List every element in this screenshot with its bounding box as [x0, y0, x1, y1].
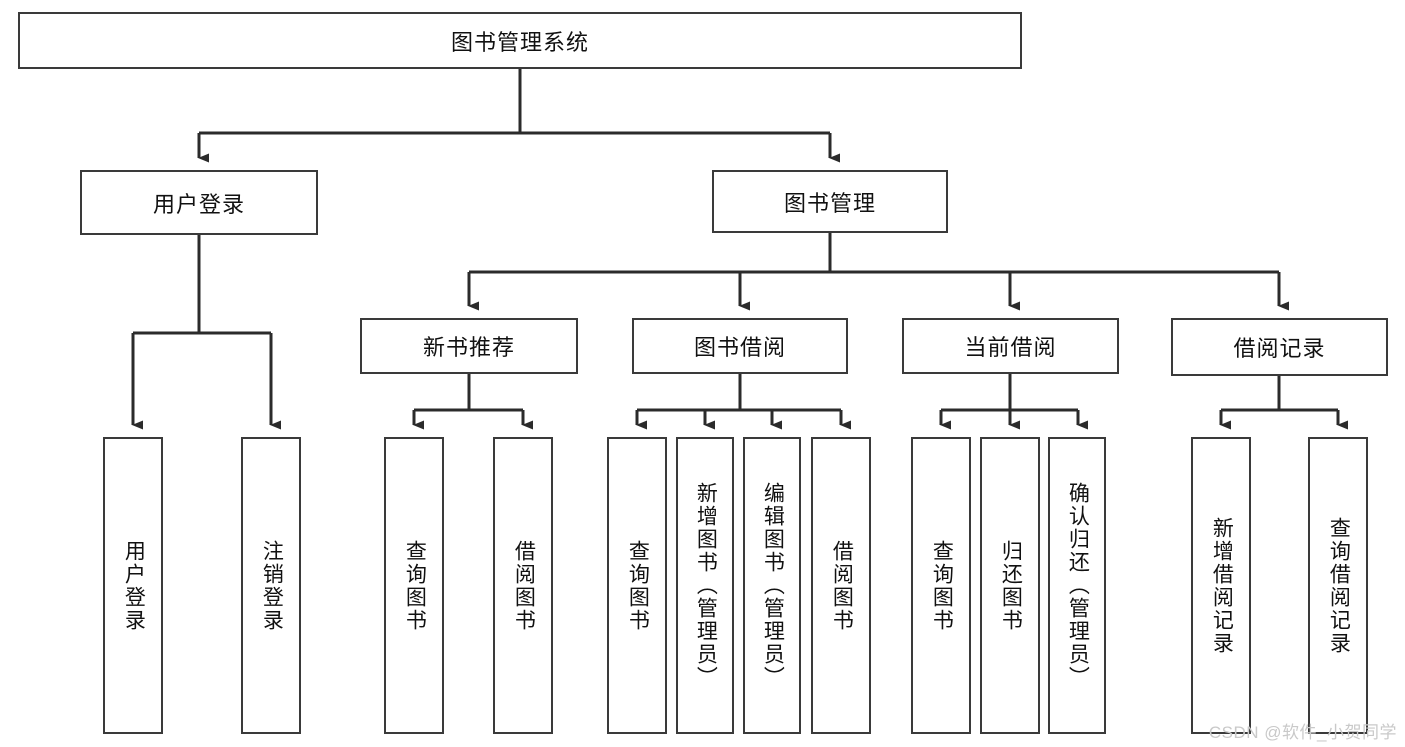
node-label: 图书管理系统 [450, 29, 589, 55]
node-label: 新增借阅记录 [1210, 516, 1234, 655]
leaf-return-book[interactable]: 归还图书 [980, 437, 1040, 734]
node-label: 用户登录 [122, 539, 146, 632]
node-label: 用户登录 [152, 191, 245, 217]
node-label: 借阅图书 [512, 539, 536, 632]
leaf-query-book-recommend[interactable]: 查询图书 [384, 437, 444, 734]
leaf-confirm-return-admin[interactable]: 确认归还（管理员） [1048, 437, 1106, 734]
node-label: 注销登录 [260, 539, 284, 632]
node-label: 查询图书 [626, 539, 650, 632]
leaf-borrow-book[interactable]: 借阅图书 [811, 437, 871, 734]
node-book-management[interactable]: 图书管理 [712, 170, 948, 233]
node-label: 归还图书 [999, 539, 1023, 632]
node-label: 查询借阅记录 [1327, 516, 1351, 655]
node-label: 图书借阅 [693, 335, 786, 360]
leaf-edit-book-admin[interactable]: 编辑图书（管理员） [743, 437, 801, 734]
node-current-borrow[interactable]: 当前借阅 [902, 318, 1119, 374]
node-label: 查询图书 [403, 539, 427, 632]
node-label: 新增图书（管理员） [694, 482, 718, 689]
leaf-borrow-book-recommend[interactable]: 借阅图书 [493, 437, 553, 734]
leaf-query-book-current[interactable]: 查询图书 [911, 437, 971, 734]
node-label: 图书管理 [783, 190, 876, 216]
leaf-logout[interactable]: 注销登录 [241, 437, 301, 734]
node-label: 当前借阅 [964, 335, 1057, 360]
node-borrow-record[interactable]: 借阅记录 [1171, 318, 1388, 376]
watermark: CSDN @软件_小贺同学 [1208, 723, 1397, 742]
node-label: 查询图书 [930, 539, 954, 632]
leaf-add-book-admin[interactable]: 新增图书（管理员） [676, 437, 734, 734]
node-root[interactable]: 图书管理系统 [18, 12, 1022, 69]
leaf-query-borrow-record[interactable]: 查询借阅记录 [1308, 437, 1368, 734]
node-label: 确认归还（管理员） [1066, 482, 1090, 689]
node-label: 借阅图书 [830, 539, 854, 632]
node-label: 借阅记录 [1233, 336, 1326, 361]
node-book-borrow[interactable]: 图书借阅 [632, 318, 848, 374]
leaf-user-login[interactable]: 用户登录 [103, 437, 163, 734]
node-label: 新书推荐 [422, 335, 515, 360]
leaf-query-book-borrow[interactable]: 查询图书 [607, 437, 667, 734]
leaf-add-borrow-record[interactable]: 新增借阅记录 [1191, 437, 1251, 734]
node-user-login[interactable]: 用户登录 [80, 170, 318, 235]
node-label: 编辑图书（管理员） [761, 482, 785, 689]
node-new-book-recommend[interactable]: 新书推荐 [360, 318, 578, 374]
